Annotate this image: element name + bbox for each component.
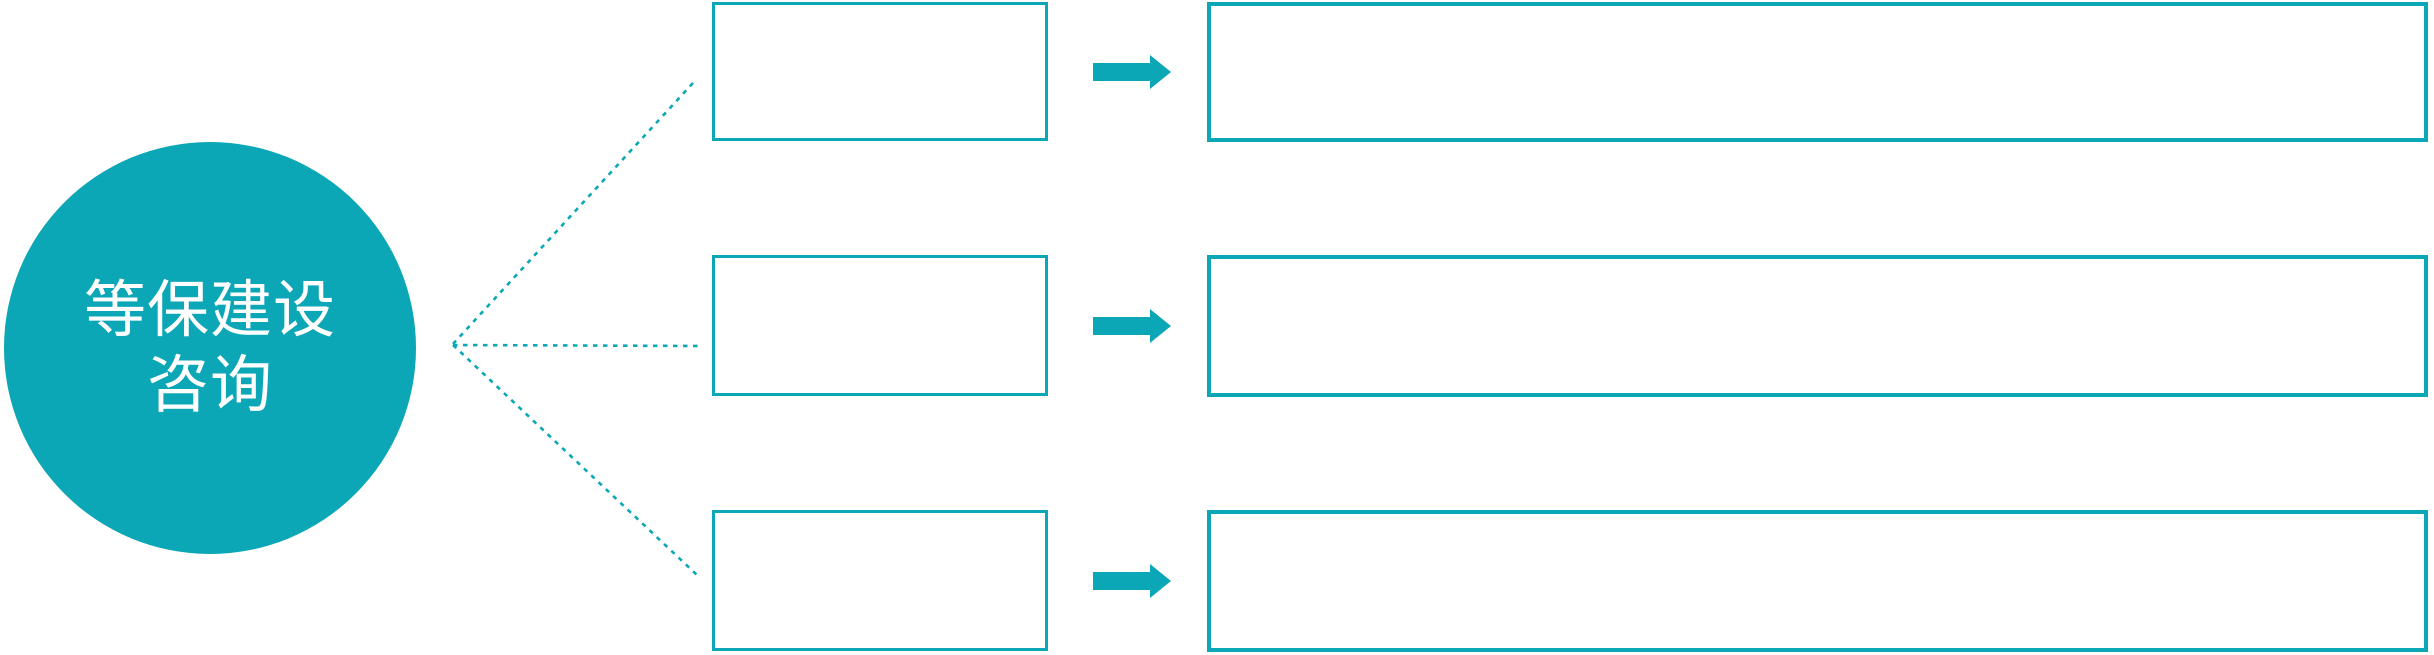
dashed-line-to-row1 (452, 82, 694, 345)
circle-title-line2: 咨询 (146, 351, 273, 420)
dashed-line-to-row3 (452, 344, 698, 576)
category-box-row1 (712, 2, 1048, 141)
category-box-row2 (712, 255, 1048, 396)
dashed-line-to-row2 (452, 343, 703, 348)
detail-box-row1 (1207, 2, 2428, 142)
right-arrow-icon (1093, 309, 1171, 343)
detail-box-row2 (1207, 255, 2428, 397)
central-topic-circle: 等保建设 咨询 (4, 142, 416, 554)
detail-box-row3 (1207, 510, 2428, 652)
right-arrow-icon (1093, 55, 1171, 89)
right-arrow-icon (1093, 564, 1171, 598)
category-box-row3 (712, 510, 1048, 651)
circle-title-line1: 等保建设 (83, 276, 336, 345)
